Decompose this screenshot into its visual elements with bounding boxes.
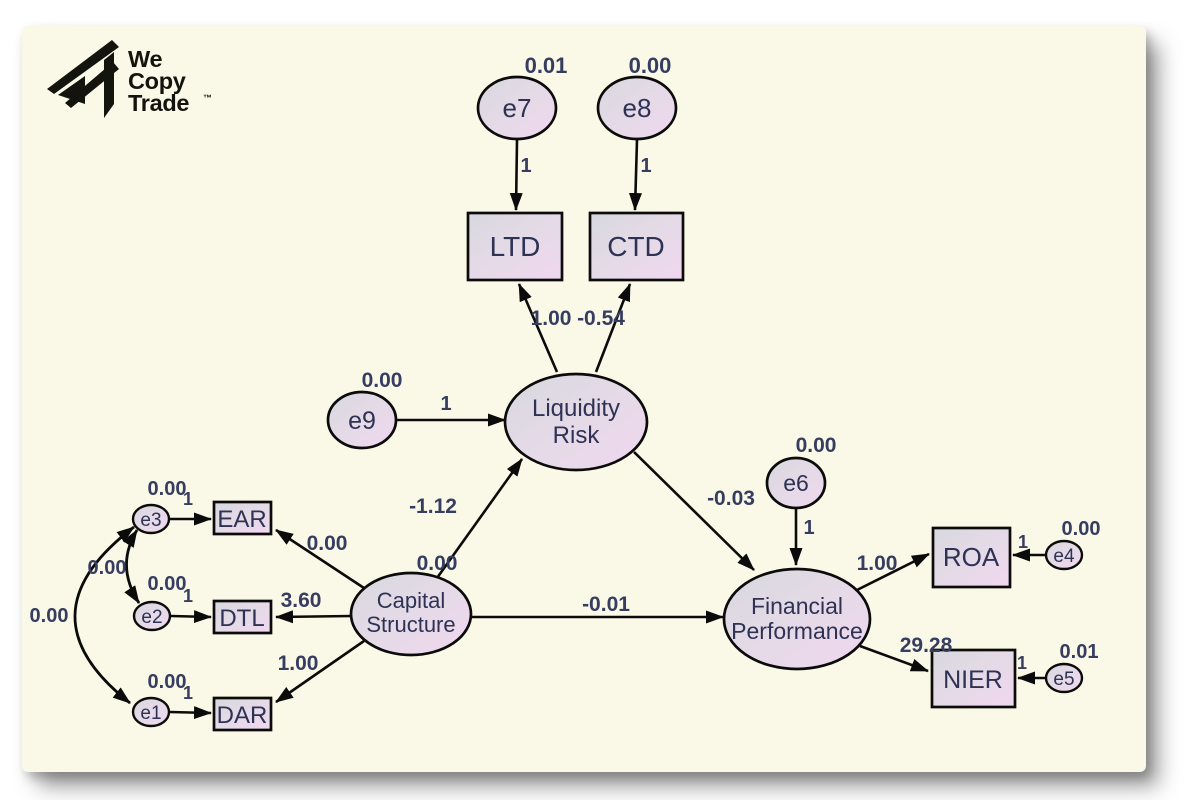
path-label-capital-financial: -0.01 bbox=[582, 593, 630, 616]
latent-financial-performance bbox=[722, 567, 872, 671]
loading-label-e8: 1 bbox=[640, 155, 651, 177]
logo-word-3: Trade bbox=[128, 90, 189, 116]
variance-label-e3: 0.00 bbox=[148, 478, 187, 500]
error-e3 bbox=[131, 503, 171, 535]
loading-label-e4: 1 bbox=[1018, 532, 1028, 552]
arrow-capital-to-liquidity bbox=[435, 458, 524, 579]
covariance-arc-e3-e1 bbox=[73, 525, 135, 705]
path-label-financial-roa: 1.00 bbox=[857, 552, 898, 575]
covariance-label-e3-e2: 0.00 bbox=[88, 557, 127, 579]
observed-ctd-label: CTD bbox=[607, 231, 665, 262]
arrow-e1-to-dar bbox=[169, 706, 212, 720]
arrow-capital-to-ear bbox=[275, 528, 365, 590]
loading-label-e3: 1 bbox=[183, 489, 193, 509]
path-label-financial-nier: 29.28 bbox=[900, 634, 953, 657]
error-e5 bbox=[1044, 662, 1084, 694]
loading-label-e1: 1 bbox=[183, 683, 193, 703]
path-label-capital-liquidity: -1.12 bbox=[409, 495, 457, 518]
arrow-e8-to-ctd bbox=[628, 139, 642, 211]
arrow-liquidity-to-ltd bbox=[517, 283, 559, 373]
loading-label-e5: 1 bbox=[1017, 653, 1027, 673]
path-label-liquidity-ctd: -0.54 bbox=[577, 307, 625, 330]
logo-icon bbox=[104, 52, 114, 118]
observed-ctd bbox=[588, 211, 685, 282]
covariance-label-e3-e1: 0.00 bbox=[30, 605, 69, 627]
variance-label-e5: 0.01 bbox=[1060, 641, 1099, 663]
loading-label-e2: 1 bbox=[183, 586, 193, 606]
latent-capital-structure bbox=[349, 571, 473, 657]
latent-liquidity-risk bbox=[503, 372, 649, 472]
variance-label-e1: 0.00 bbox=[148, 671, 187, 693]
observed-ltd-label: LTD bbox=[490, 231, 541, 262]
arrow-liquidity-to-financial bbox=[633, 451, 755, 571]
error-e5-label: e5 bbox=[1053, 669, 1074, 690]
observed-nier bbox=[930, 648, 1017, 709]
error-e8 bbox=[596, 75, 678, 141]
loading-label-e9: 1 bbox=[440, 393, 451, 415]
loading-label-e6: 1 bbox=[803, 517, 814, 539]
covariance-arc-e3-e2 bbox=[122, 529, 141, 604]
arrow-liquidity-to-ctd bbox=[594, 283, 632, 373]
variance-label-e8: 0.00 bbox=[629, 53, 672, 78]
error-e1-label: e1 bbox=[140, 703, 161, 724]
error-e3-label: e3 bbox=[140, 510, 161, 531]
arrow-capital-to-dtl bbox=[275, 610, 353, 624]
observed-roa bbox=[931, 526, 1012, 589]
variance-label-e9: 0.00 bbox=[362, 369, 403, 392]
latent-financial-performance-label: Financial bbox=[751, 593, 843, 619]
arrow-capital-to-dar bbox=[275, 639, 365, 704]
error-e7 bbox=[476, 75, 558, 141]
path-label-liquidity-financial: -0.03 bbox=[707, 487, 755, 510]
observed-nier-label: NIER bbox=[943, 666, 1003, 694]
logo-icon bbox=[47, 40, 119, 94]
path-label-capital-dtl: 3.60 bbox=[281, 589, 322, 612]
error-e1 bbox=[131, 696, 171, 728]
variance-label-capital-structure: 0.00 bbox=[417, 552, 458, 575]
logo-icon bbox=[58, 76, 85, 104]
logo-word-2: Copy bbox=[128, 68, 186, 94]
error-e7-label: e7 bbox=[503, 93, 532, 123]
variance-label-e7: 0.01 bbox=[525, 53, 568, 78]
latent-capital-structure-label: Structure bbox=[366, 612, 455, 637]
loading-label-e7: 1 bbox=[520, 155, 531, 177]
error-e6-label: e6 bbox=[783, 470, 809, 496]
arrow-financial-to-roa bbox=[856, 552, 930, 592]
variance-label-e6: 0.00 bbox=[796, 434, 837, 457]
path-label-capital-ear: 0.00 bbox=[307, 532, 348, 555]
variance-label-e2: 0.00 bbox=[148, 573, 187, 595]
error-e9-label: e9 bbox=[348, 407, 376, 435]
error-e8-label: e8 bbox=[623, 93, 652, 123]
arrow-financial-to-nier bbox=[859, 644, 929, 673]
error-e4-label: e4 bbox=[1053, 546, 1075, 567]
latent-financial-performance-label: Performance bbox=[731, 618, 863, 644]
observed-dar bbox=[212, 696, 273, 732]
error-e9 bbox=[326, 390, 398, 450]
latent-liquidity-risk-label: Liquidity bbox=[532, 395, 620, 422]
logo-word-1: We bbox=[128, 46, 162, 72]
observed-roa-label: ROA bbox=[943, 542, 1000, 572]
observed-ear bbox=[212, 500, 273, 536]
observed-ltd bbox=[466, 211, 564, 282]
error-e2 bbox=[132, 600, 172, 632]
logo: We Copy Trade ™ bbox=[47, 40, 212, 118]
latent-capital-structure-label: Capital bbox=[377, 588, 445, 613]
error-e4 bbox=[1044, 539, 1084, 571]
error-e2-label: e2 bbox=[141, 607, 162, 628]
logo-trademark: ™ bbox=[203, 93, 212, 103]
observed-dtl bbox=[212, 599, 273, 635]
observed-ear-label: EAR bbox=[217, 506, 266, 533]
error-e6 bbox=[765, 456, 827, 510]
path-label-liquidity-ltd: 1.00 bbox=[531, 307, 572, 330]
observed-dtl-label: DTL bbox=[219, 605, 264, 632]
path-label-capital-dar: 1.00 bbox=[278, 652, 319, 675]
arrow-e7-to-ltd bbox=[509, 139, 523, 211]
observed-dar-label: DAR bbox=[217, 702, 268, 729]
latent-liquidity-risk-label: Risk bbox=[553, 422, 601, 449]
arrow-e2-to-dtl bbox=[170, 610, 212, 624]
variance-label-e4: 0.00 bbox=[1062, 518, 1101, 540]
